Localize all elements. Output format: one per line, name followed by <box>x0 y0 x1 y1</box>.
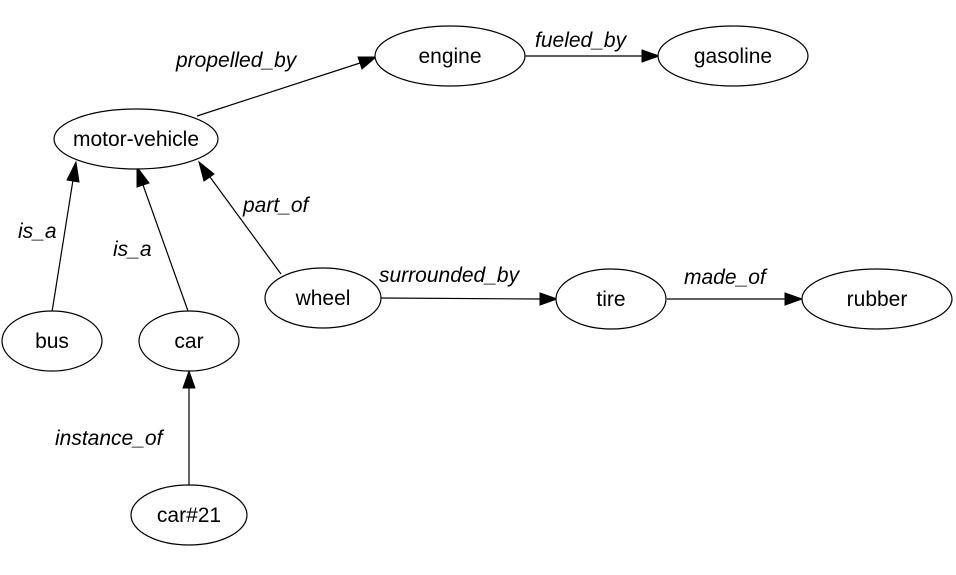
node-car: car <box>138 310 240 372</box>
node-tire: tire <box>555 268 667 330</box>
node-rubber: rubber <box>801 268 953 330</box>
edge-label-instance-of: instance_of <box>55 427 165 450</box>
node-label-engine: engine <box>418 45 481 68</box>
node-wheel: wheel <box>264 267 382 329</box>
edge-label-propelled-by: propelled_by <box>175 49 298 72</box>
node-label-car: car <box>174 330 203 353</box>
node-car21: car#21 <box>130 484 248 546</box>
edge-label-fueled-by: fueled_by <box>535 29 628 52</box>
edge-label-surrounded-by: surrounded_by <box>379 264 521 287</box>
node-label-bus: bus <box>35 330 69 353</box>
edge-wheel-part-of-motor-vehicle: part_of <box>198 160 311 275</box>
node-engine: engine <box>374 25 526 87</box>
edge-tire-made-of-rubber: made_of <box>667 266 804 306</box>
node-label-wheel: wheel <box>295 287 351 310</box>
node-gasoline: gasoline <box>657 25 809 87</box>
node-label-tire: tire <box>596 288 625 311</box>
edge-label-made-of: made_of <box>684 266 768 289</box>
node-bus: bus <box>1 310 103 372</box>
edge-wheel-surrounded-by-tire: surrounded_by <box>379 264 559 306</box>
edge-engine-fueled-by-gasoline: fueled_by <box>525 29 661 63</box>
node-label-rubber: rubber <box>847 288 908 311</box>
edge-motor-vehicle-propelled-by-engine: propelled_by <box>175 49 378 117</box>
edge-label-is-a-bus: is_a <box>18 220 57 243</box>
node-label-gasoline: gasoline <box>694 45 772 68</box>
edge-label-part-of: part_of <box>242 194 311 217</box>
node-label-motor-vehicle: motor-vehicle <box>73 128 199 151</box>
node-label-car21: car#21 <box>157 504 221 527</box>
edge-label-is-a-car: is_a <box>113 238 152 261</box>
edge-car-is-a-motor-vehicle: is_a <box>113 165 189 312</box>
edge-bus-is-a-motor-vehicle: is_a <box>18 160 80 313</box>
edge-car21-instance-of-car: instance_of <box>55 369 196 486</box>
node-motor-vehicle: motor-vehicle <box>53 108 219 170</box>
